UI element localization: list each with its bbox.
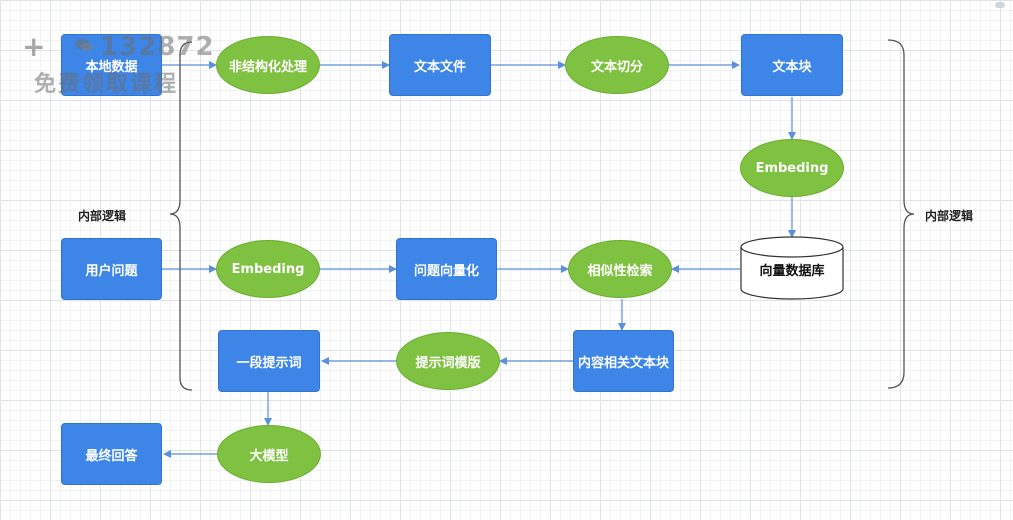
vector-database-label: 向量数据库 xyxy=(759,264,825,279)
corner-indicator xyxy=(995,2,1005,8)
embedding-mid-node: Embeding xyxy=(216,240,320,298)
final-answer-node: 最终回答 xyxy=(61,423,162,485)
text-file-node: 文本文件 xyxy=(389,34,491,96)
right-brace xyxy=(887,39,915,389)
inner-logic-label-right: 内部逻辑 xyxy=(925,209,974,223)
database-cylinder xyxy=(740,247,844,300)
database-top xyxy=(740,236,844,258)
watermark-number: 132872 xyxy=(100,32,215,62)
unstructured-processing-node: 非结构化处理 xyxy=(216,36,320,94)
similarity-search-node: 相似性检索 xyxy=(568,240,672,298)
prompt-template-node: 提示词模版 xyxy=(396,332,500,390)
embedding-top-node: Embeding xyxy=(740,139,844,197)
large-model-node: 大模型 xyxy=(217,425,321,483)
question-vectorization-node: 问题向量化 xyxy=(396,238,497,300)
wechat-icon xyxy=(75,38,93,52)
prompt-node: 一段提示词 xyxy=(218,330,320,392)
inner-logic-label-left: 内部逻辑 xyxy=(78,209,127,223)
left-brace xyxy=(169,41,193,391)
watermark-plus: + xyxy=(22,30,46,63)
watermark-text: 免费领取课程 xyxy=(34,72,179,97)
related-text-chunks-node: 内容相关文本块 xyxy=(573,330,674,392)
text-split-node: 文本切分 xyxy=(565,36,669,94)
user-question-node: 用户问题 xyxy=(61,238,162,300)
text-chunk-node: 文本块 xyxy=(741,34,843,96)
